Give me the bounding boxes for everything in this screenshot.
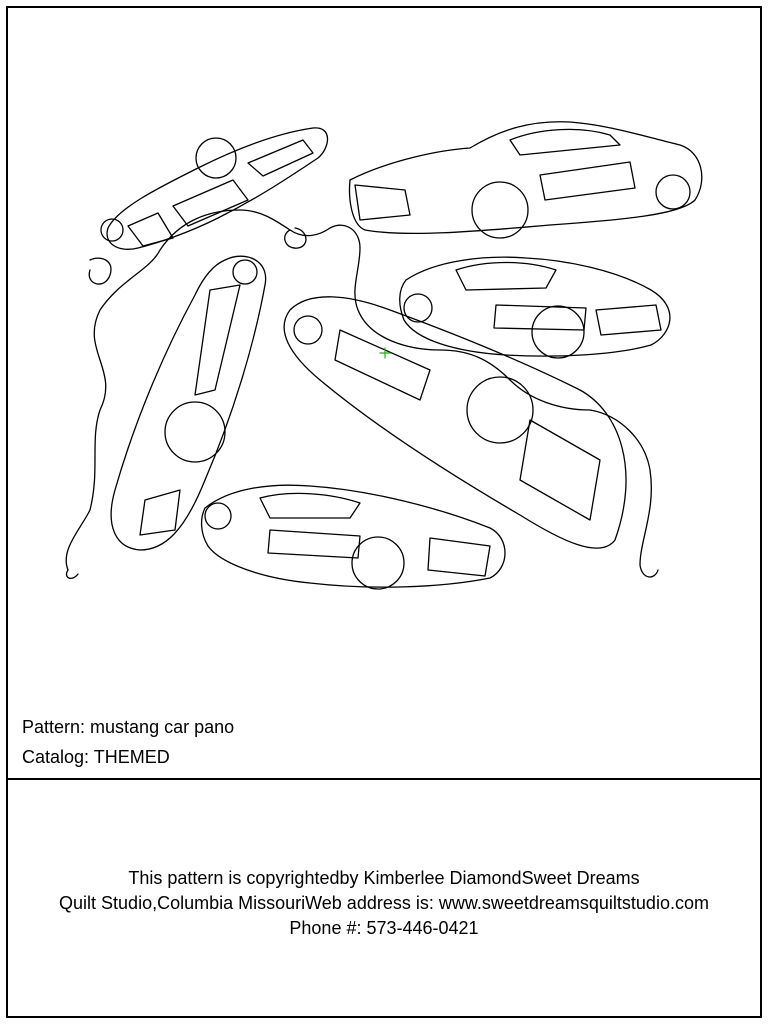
- car-middle-right: [399, 256, 671, 359]
- meander-loop-1: [284, 227, 307, 249]
- plus-marker-icon: [379, 347, 391, 359]
- meander-loop-3: [65, 569, 79, 579]
- car-bottom-center: [200, 484, 506, 590]
- copyright-notice: This pattern is copyrightedby Kimberlee …: [14, 866, 754, 941]
- section-divider: [6, 778, 762, 780]
- pattern-name: Pattern: mustang car pano: [22, 717, 235, 737]
- quilt-pattern-artwork: [65, 121, 703, 590]
- meander-loop-2: [88, 257, 112, 285]
- catalog-name: Catalog: THEMED: [22, 747, 170, 767]
- car-center-diagonal: [283, 296, 627, 549]
- pattern-sheet: [6, 6, 762, 1018]
- car-top-right: [348, 121, 703, 239]
- copyright-line-1: This pattern is copyrightedby Kimberlee …: [128, 868, 640, 888]
- phone-number: Phone #: 573-446-0421: [289, 918, 479, 938]
- meander-path: [65, 209, 659, 578]
- copyright-line-2: Quilt Studio,Columbia MissouriWeb addres…: [59, 893, 709, 913]
- car-top-left: [100, 127, 329, 250]
- car-left-vertical: [110, 255, 267, 551]
